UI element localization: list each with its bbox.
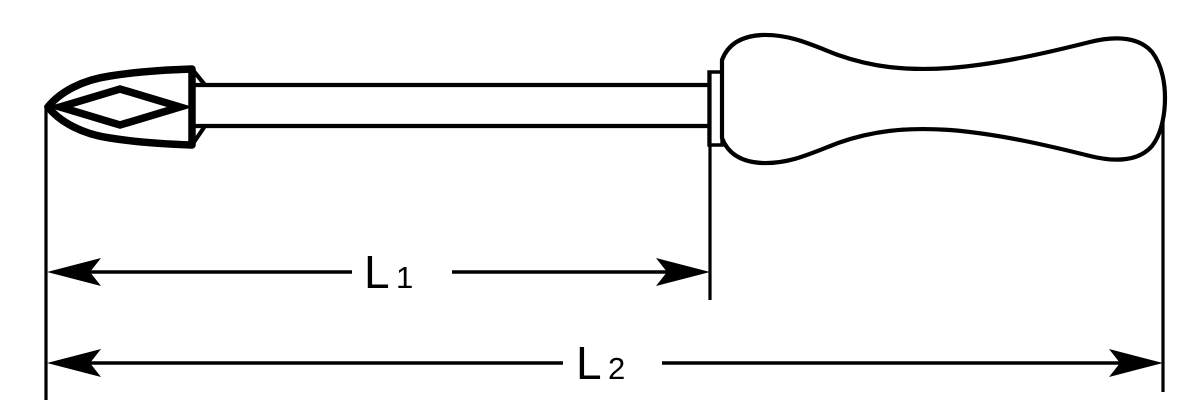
screwdriver-illustration: [44, 32, 1168, 166]
dimension-l1-label: L: [364, 246, 390, 298]
dimension-l1-arrow-left: [47, 258, 101, 286]
shaft-taper-bottom: [190, 124, 207, 147]
dimension-l2-arrow-left: [47, 349, 101, 377]
dimension-l2-subscript: 2: [608, 351, 625, 386]
blade-diamond-detail: [46, 85, 194, 129]
dimension-l2-group: L 2: [47, 337, 1163, 389]
extension-lines-group: [44, 72, 1165, 400]
dimension-l2-label: L: [576, 337, 602, 389]
handle-outline: [719, 32, 1168, 166]
shaft-taper-top: [190, 67, 207, 87]
dimension-l1-subscript: 1: [396, 260, 413, 295]
dimension-l2-arrow-right: [1109, 349, 1163, 377]
dimension-l1-group: L 1: [47, 246, 710, 298]
dimension-l1-arrow-right: [656, 258, 710, 286]
